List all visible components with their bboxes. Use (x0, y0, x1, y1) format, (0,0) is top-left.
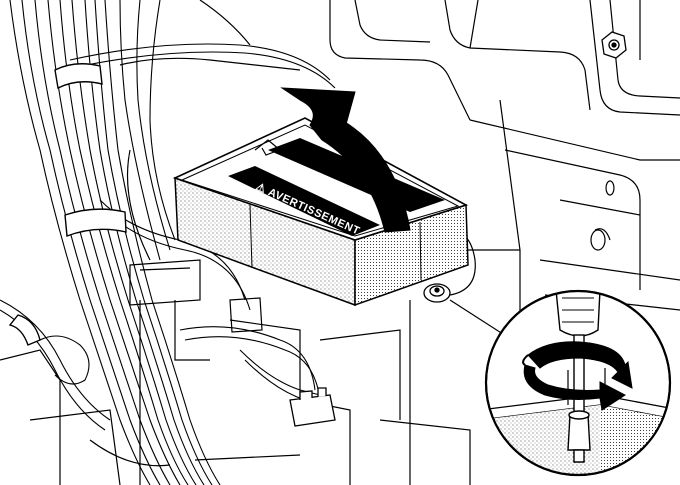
lift-arrow-icon (280, 87, 411, 233)
wire-connector (289, 387, 336, 427)
detail-magnifier (484, 289, 672, 477)
screwdriver (555, 291, 601, 463)
bolt-top-right (601, 31, 627, 59)
battery-box: ⚠ ADVERTENCIA ⚠ AVERTISSEMENT (172, 117, 469, 307)
wire-harness (0, 0, 336, 485)
warning-label-band-bottom (228, 166, 380, 236)
wire-ties (8, 63, 127, 346)
mounting-bolt (423, 283, 451, 303)
rotate-clockwise-icon (522, 341, 633, 411)
warning-symbol-icon (254, 139, 281, 156)
